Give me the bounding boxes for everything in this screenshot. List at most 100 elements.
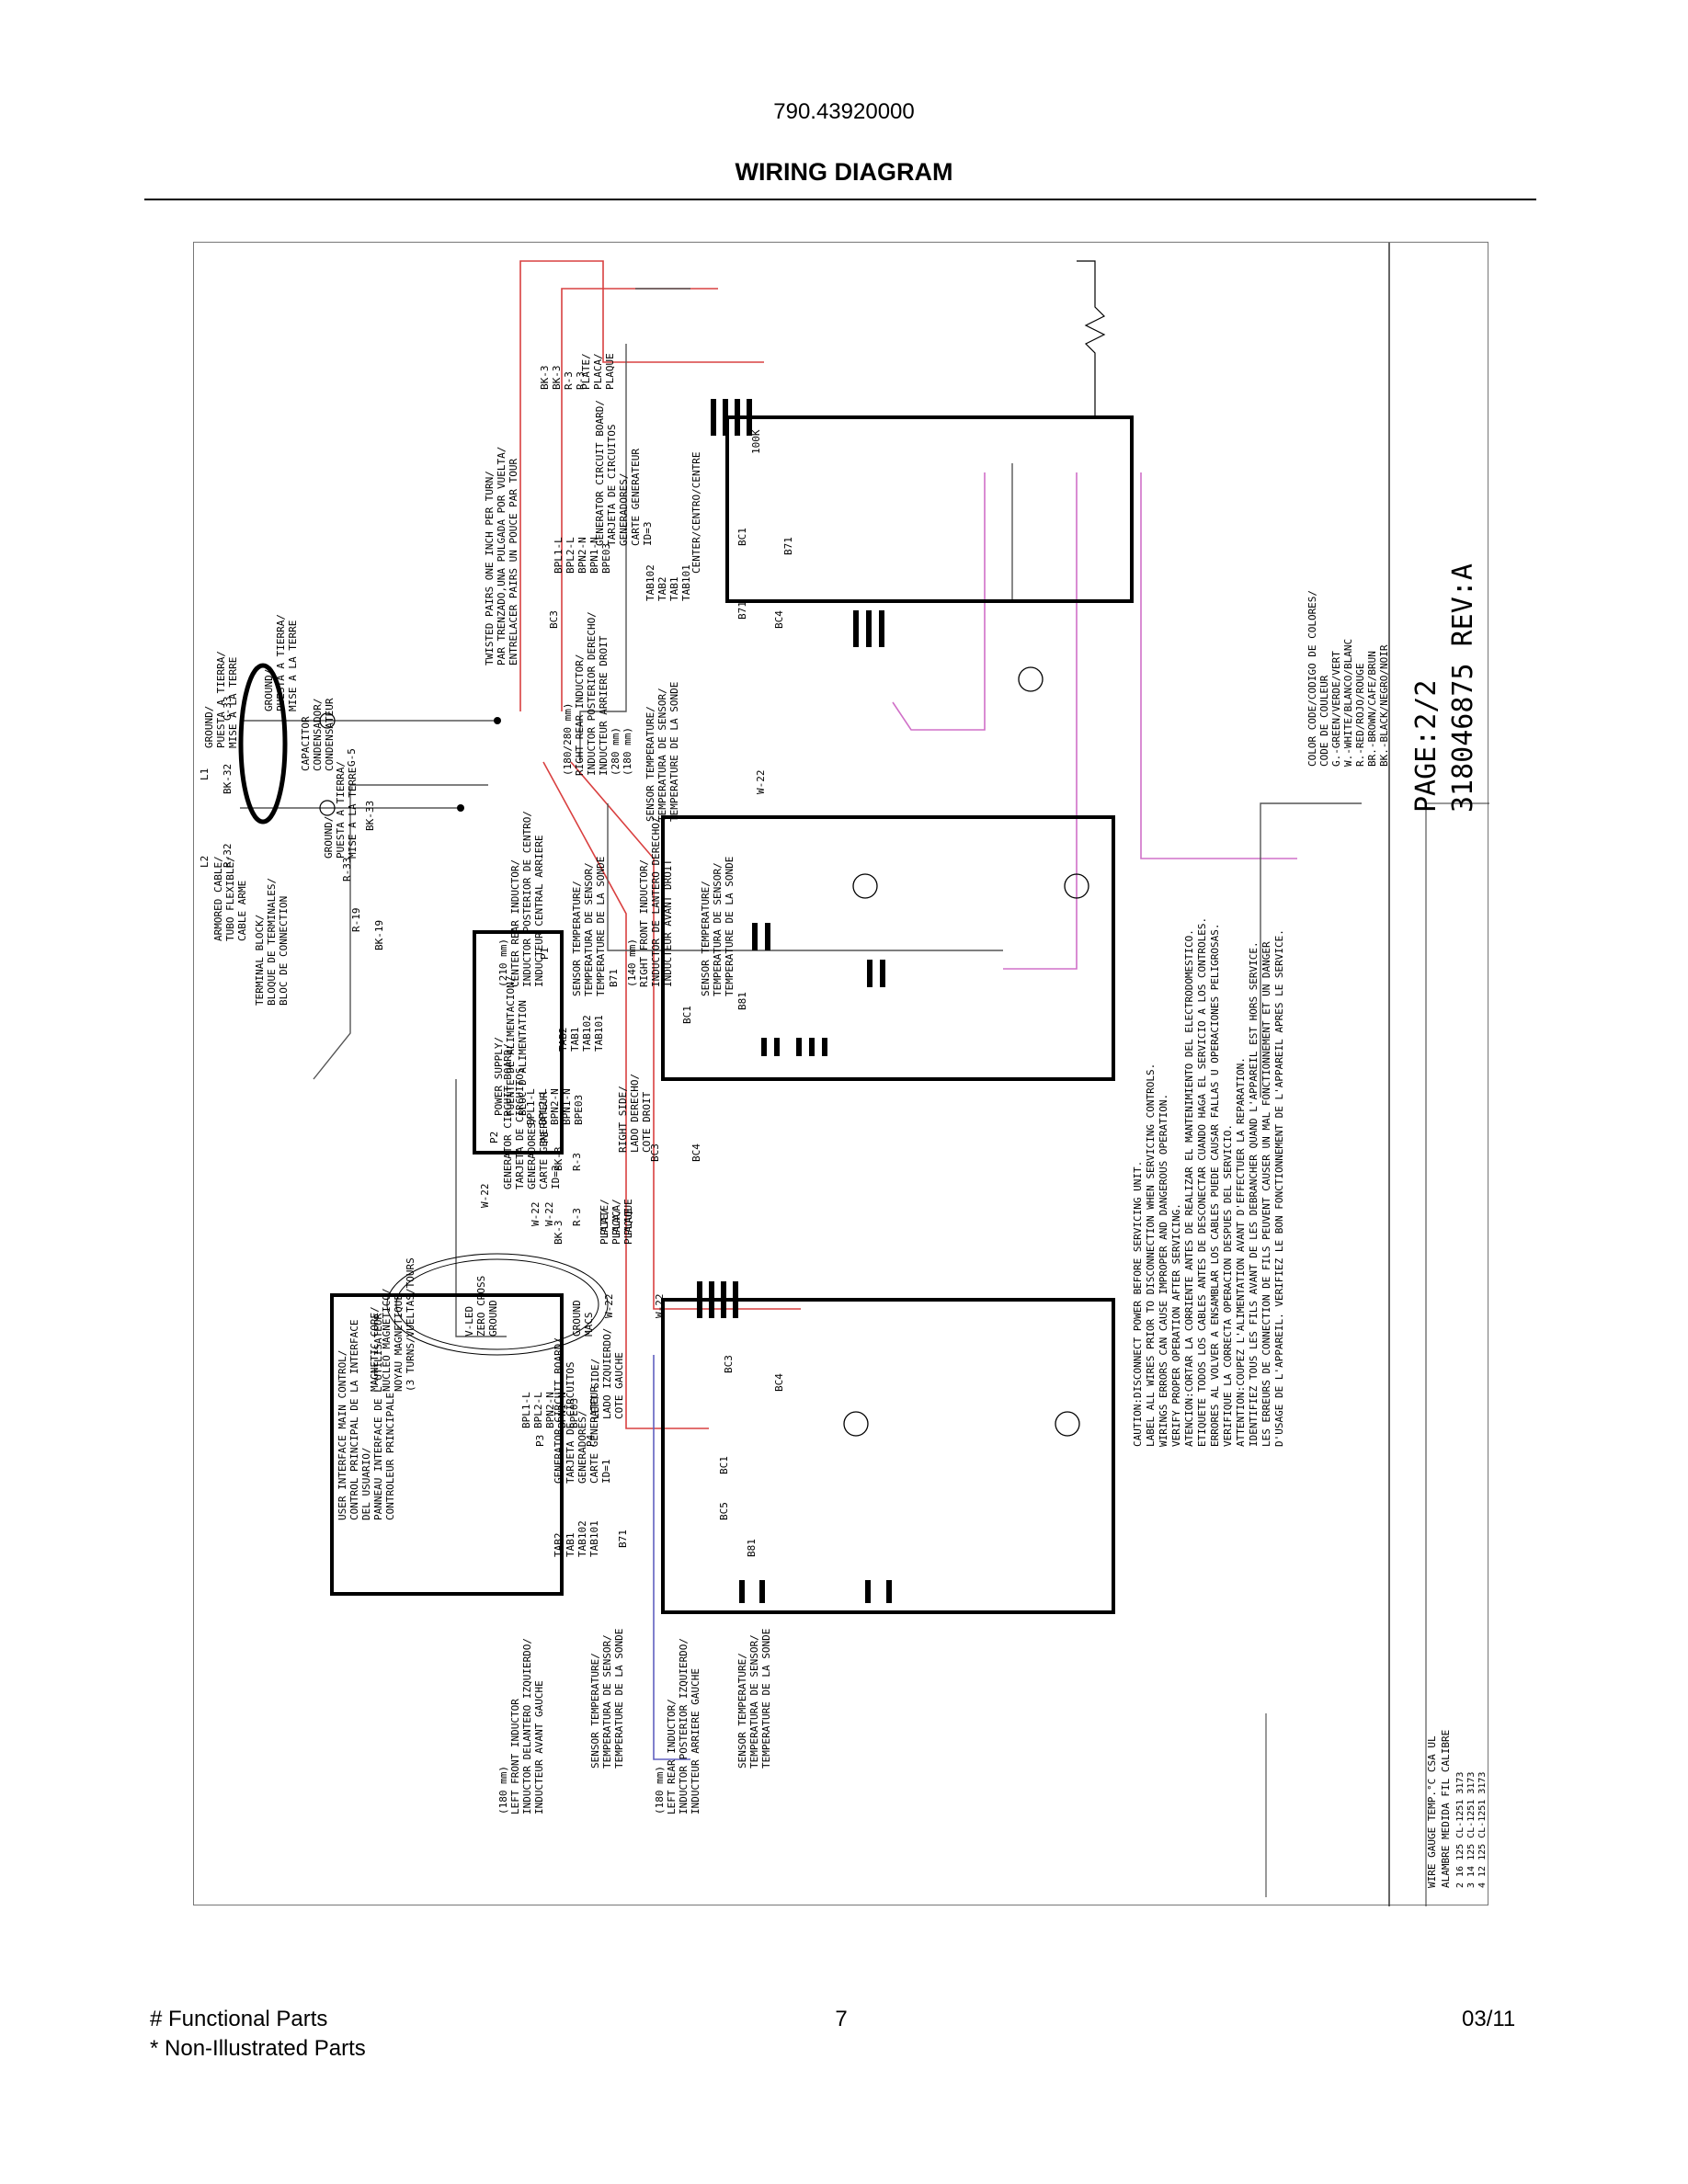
- wire-table-rows-line: 2 16 125 CL-1251 3173: [1455, 1772, 1466, 1888]
- gen-left-side-line: COTE GAUCHE: [613, 1352, 625, 1419]
- gen-right-plate-line: PLAQUE: [604, 353, 616, 390]
- ui-p4-pins-line: MACS: [583, 1313, 595, 1337]
- gen-left-sensor2-line: TEMPERATURE DE LA SONDE: [760, 1629, 772, 1769]
- wire-gray-7: [1011, 463, 1077, 602]
- gen-mid-plate-line: PLATE/: [599, 1199, 610, 1235]
- gen-mid-center-inductor-line: (210 mm): [497, 938, 509, 987]
- legend-non-illustrated: * Non-Illustrated Parts: [150, 2036, 366, 2061]
- gen-mid-bc1-line: BC1: [681, 1006, 693, 1024]
- gen-mid-label-line: TARJETA DE CIRCUITOS: [514, 1068, 526, 1189]
- connector-bars: [697, 399, 892, 1603]
- node-r: [457, 804, 464, 812]
- gen-left-rear-inductor-line: INDUCTEUR ARRIERE GAUCHE: [690, 1668, 701, 1814]
- gen-right-inductor-line: INDUCTOR POSTERIOR DERECHO/: [586, 611, 598, 776]
- gen-left-label-line: CARTE GENERATEUR: [588, 1386, 600, 1484]
- gen-right-inductor-line: INDUCTEUR ARRIERE DROIT: [598, 635, 610, 776]
- wire-w22c-line: W-22: [543, 1202, 555, 1227]
- ground1-line: PUESTA A TIERRA/: [215, 651, 227, 748]
- gen-right-plate-line: PLACA/: [592, 353, 604, 390]
- gen-left-rear-inductor-line: LEFT REAR INDUCTOR/: [666, 1699, 678, 1814]
- wire-table-sub-line: ALAMBRE MEDIDA FIL CALIBRE: [1440, 1730, 1452, 1888]
- armored-cable-line: CABLE ARME: [236, 881, 248, 941]
- gen-left-sensor2-line: SENSOR TEMPERATURE/: [736, 1653, 748, 1769]
- ground3-line: GROUND/: [323, 816, 335, 859]
- caution-line: D'USAGE DE L'APPAREIL. VERIFIEZ LE BON F…: [1273, 929, 1285, 1447]
- wire-l2-line: L2: [199, 856, 211, 868]
- caution-line: ETIQUETE TODOS LOS CABLES ANTES DE DESCO…: [1196, 917, 1208, 1447]
- power-supply-label-line: FUENTE DE ALIMENTACION/: [505, 976, 517, 1116]
- wire-w22d-line: W-22: [603, 1294, 615, 1319]
- gen-mid-pins-line: BPL1-L: [525, 1088, 537, 1125]
- gen-mid-sensor2-line: TEMPERATURA DE SENSOR/: [712, 862, 724, 996]
- gen-mid-taps-line: TAB101: [593, 1015, 605, 1052]
- gen-left-side-line: LADO IZQUIERDO/: [601, 1328, 613, 1419]
- ui-board-label-line: CONTROL PRINCIPAL DE LA INTERFACE: [348, 1319, 360, 1520]
- gen-right-bc1-line: BC1: [736, 528, 748, 546]
- wire-gray-5: [607, 803, 1003, 951]
- doc-number-group: 318046875 REV:A PAGE:2/2: [1410, 563, 1479, 813]
- gen-mid-sensor1-line: TEMPERATURA DE SENSOR/: [583, 862, 595, 996]
- wire-blue-1: [653, 1355, 690, 1760]
- twisted-note-line: ENTRELACER PAIRS UN POUCE PAR TOUR: [508, 458, 519, 665]
- gen-board-middle: [661, 815, 1115, 1081]
- caution-line: WIRINGS ERRORS CAN CAUSE IMPROPER AND DA…: [1158, 1094, 1169, 1447]
- wire-red-3: [570, 761, 801, 1310]
- wire-table-rows-line: 4 12 125 CL-1251 3173: [1477, 1772, 1488, 1888]
- wire-r19-line: R-19: [350, 908, 362, 933]
- legend-functional: # Functional Parts: [150, 2007, 328, 2031]
- sensor-symbol-mid1: [852, 873, 878, 899]
- armored-cable-ellipse: [238, 663, 288, 825]
- caution-line: VERIFY PROPER OPERATION AFTER SERVICING.: [1170, 1203, 1182, 1447]
- gen-mid-sensor1-line: SENSOR TEMPERATURE/: [571, 881, 583, 996]
- ui-p4-line: P4: [585, 1434, 597, 1447]
- gen-right-taps-line: TAB1: [668, 577, 680, 602]
- caution-line: ATENCION:CORTAR LA CORRIENTE ANTES DE RE…: [1183, 929, 1195, 1447]
- wire-bk3b-line: BK-3: [553, 1221, 565, 1246]
- gen-left-taps-line: TAB2: [553, 1533, 565, 1558]
- gen-right-bc4-line: BC4: [773, 610, 785, 629]
- gen-mid-side-line: RIGHT SIDE/: [617, 1086, 629, 1153]
- gen-left-label-line: TARJETA DE CIRCUITOS: [565, 1362, 576, 1484]
- gen-left-label-line: ID=1: [600, 1460, 612, 1484]
- wire-gray-6: [1260, 802, 1362, 1098]
- gen-right-wires-line: BK-3: [551, 366, 563, 391]
- ui-p3-line: P3: [534, 1435, 546, 1447]
- gen-left-b81-line: B81: [746, 1539, 758, 1557]
- gen-left-bc4-line: BC4: [773, 1373, 785, 1392]
- wire-table-header-line: WIRE GAUGE TEMP.°C CSA UL: [1426, 1735, 1438, 1888]
- gen-mid-pins-line: BPN1-N: [561, 1088, 573, 1125]
- wire-bk19-line: BK-19: [373, 920, 385, 950]
- gen-mid-front-inductor-line: RIGHT FRONT INDUCTOR/: [638, 859, 650, 987]
- ground2-line: MISE A LA TERRE: [287, 620, 299, 711]
- magnetic-core-2: [395, 1258, 599, 1350]
- gen-left-front-inductor-line: INDUCTEUR AVANT GAUCHE: [533, 1680, 545, 1814]
- gen-left-sensor1-line: SENSOR TEMPERATURE/: [589, 1653, 601, 1769]
- wire-pink-3: [1140, 472, 1297, 859]
- gen-mid-sensor1-line: TEMPERATURE DE LA SONDE: [595, 857, 607, 996]
- wire-g5-line: G-5: [346, 748, 358, 767]
- gen-right-sensor-line: SENSOR TEMPERATURE/: [644, 706, 656, 822]
- gen-right-inductor-line: (280 mm): [610, 727, 622, 776]
- wire-bk3a-line: BK-3: [553, 1147, 565, 1172]
- gen-mid-side-line: COTE DROIT: [641, 1091, 653, 1153]
- gen-right-label-line: GENERADORES/: [618, 473, 630, 546]
- gen-mid-sensor2-line: TEMPERATURE DE LA SONDE: [724, 857, 736, 996]
- caution-line: CAUTION:DISCONNECT POWER BEFORE SERVICIN…: [1132, 1161, 1144, 1447]
- gen-right-wires-line: R-3: [563, 371, 575, 390]
- terminal-block-line: BLOC DE CONNECTION: [278, 896, 290, 1006]
- gen-mid-label-line: GENERATOR CIRCUIT BOARD/: [502, 1043, 514, 1189]
- gen-left-bc5-line: BC5: [718, 1502, 730, 1520]
- gen-mid-bc3-line: BC3: [649, 1143, 661, 1162]
- gen-mid-b71-line: B71: [608, 969, 620, 987]
- wire-table-rows-line: 3 14 125 CL-1251 3173: [1466, 1772, 1477, 1888]
- gen-mid-side-line: LADO DERECHO/: [629, 1074, 641, 1153]
- terminal-block-line: BLOQUE DE TERMINALES/: [266, 878, 278, 1006]
- node-bk: [494, 717, 501, 724]
- gen-right-label-line: CARTE GENERATEUR: [630, 449, 642, 546]
- ground3-line: PUESTA A TIERRA/: [335, 761, 347, 859]
- gen-mid-center-inductor-line: INDUCTEUR CENTRAL ARRIERE: [533, 835, 545, 987]
- sensor-symbol-right: [1018, 666, 1044, 692]
